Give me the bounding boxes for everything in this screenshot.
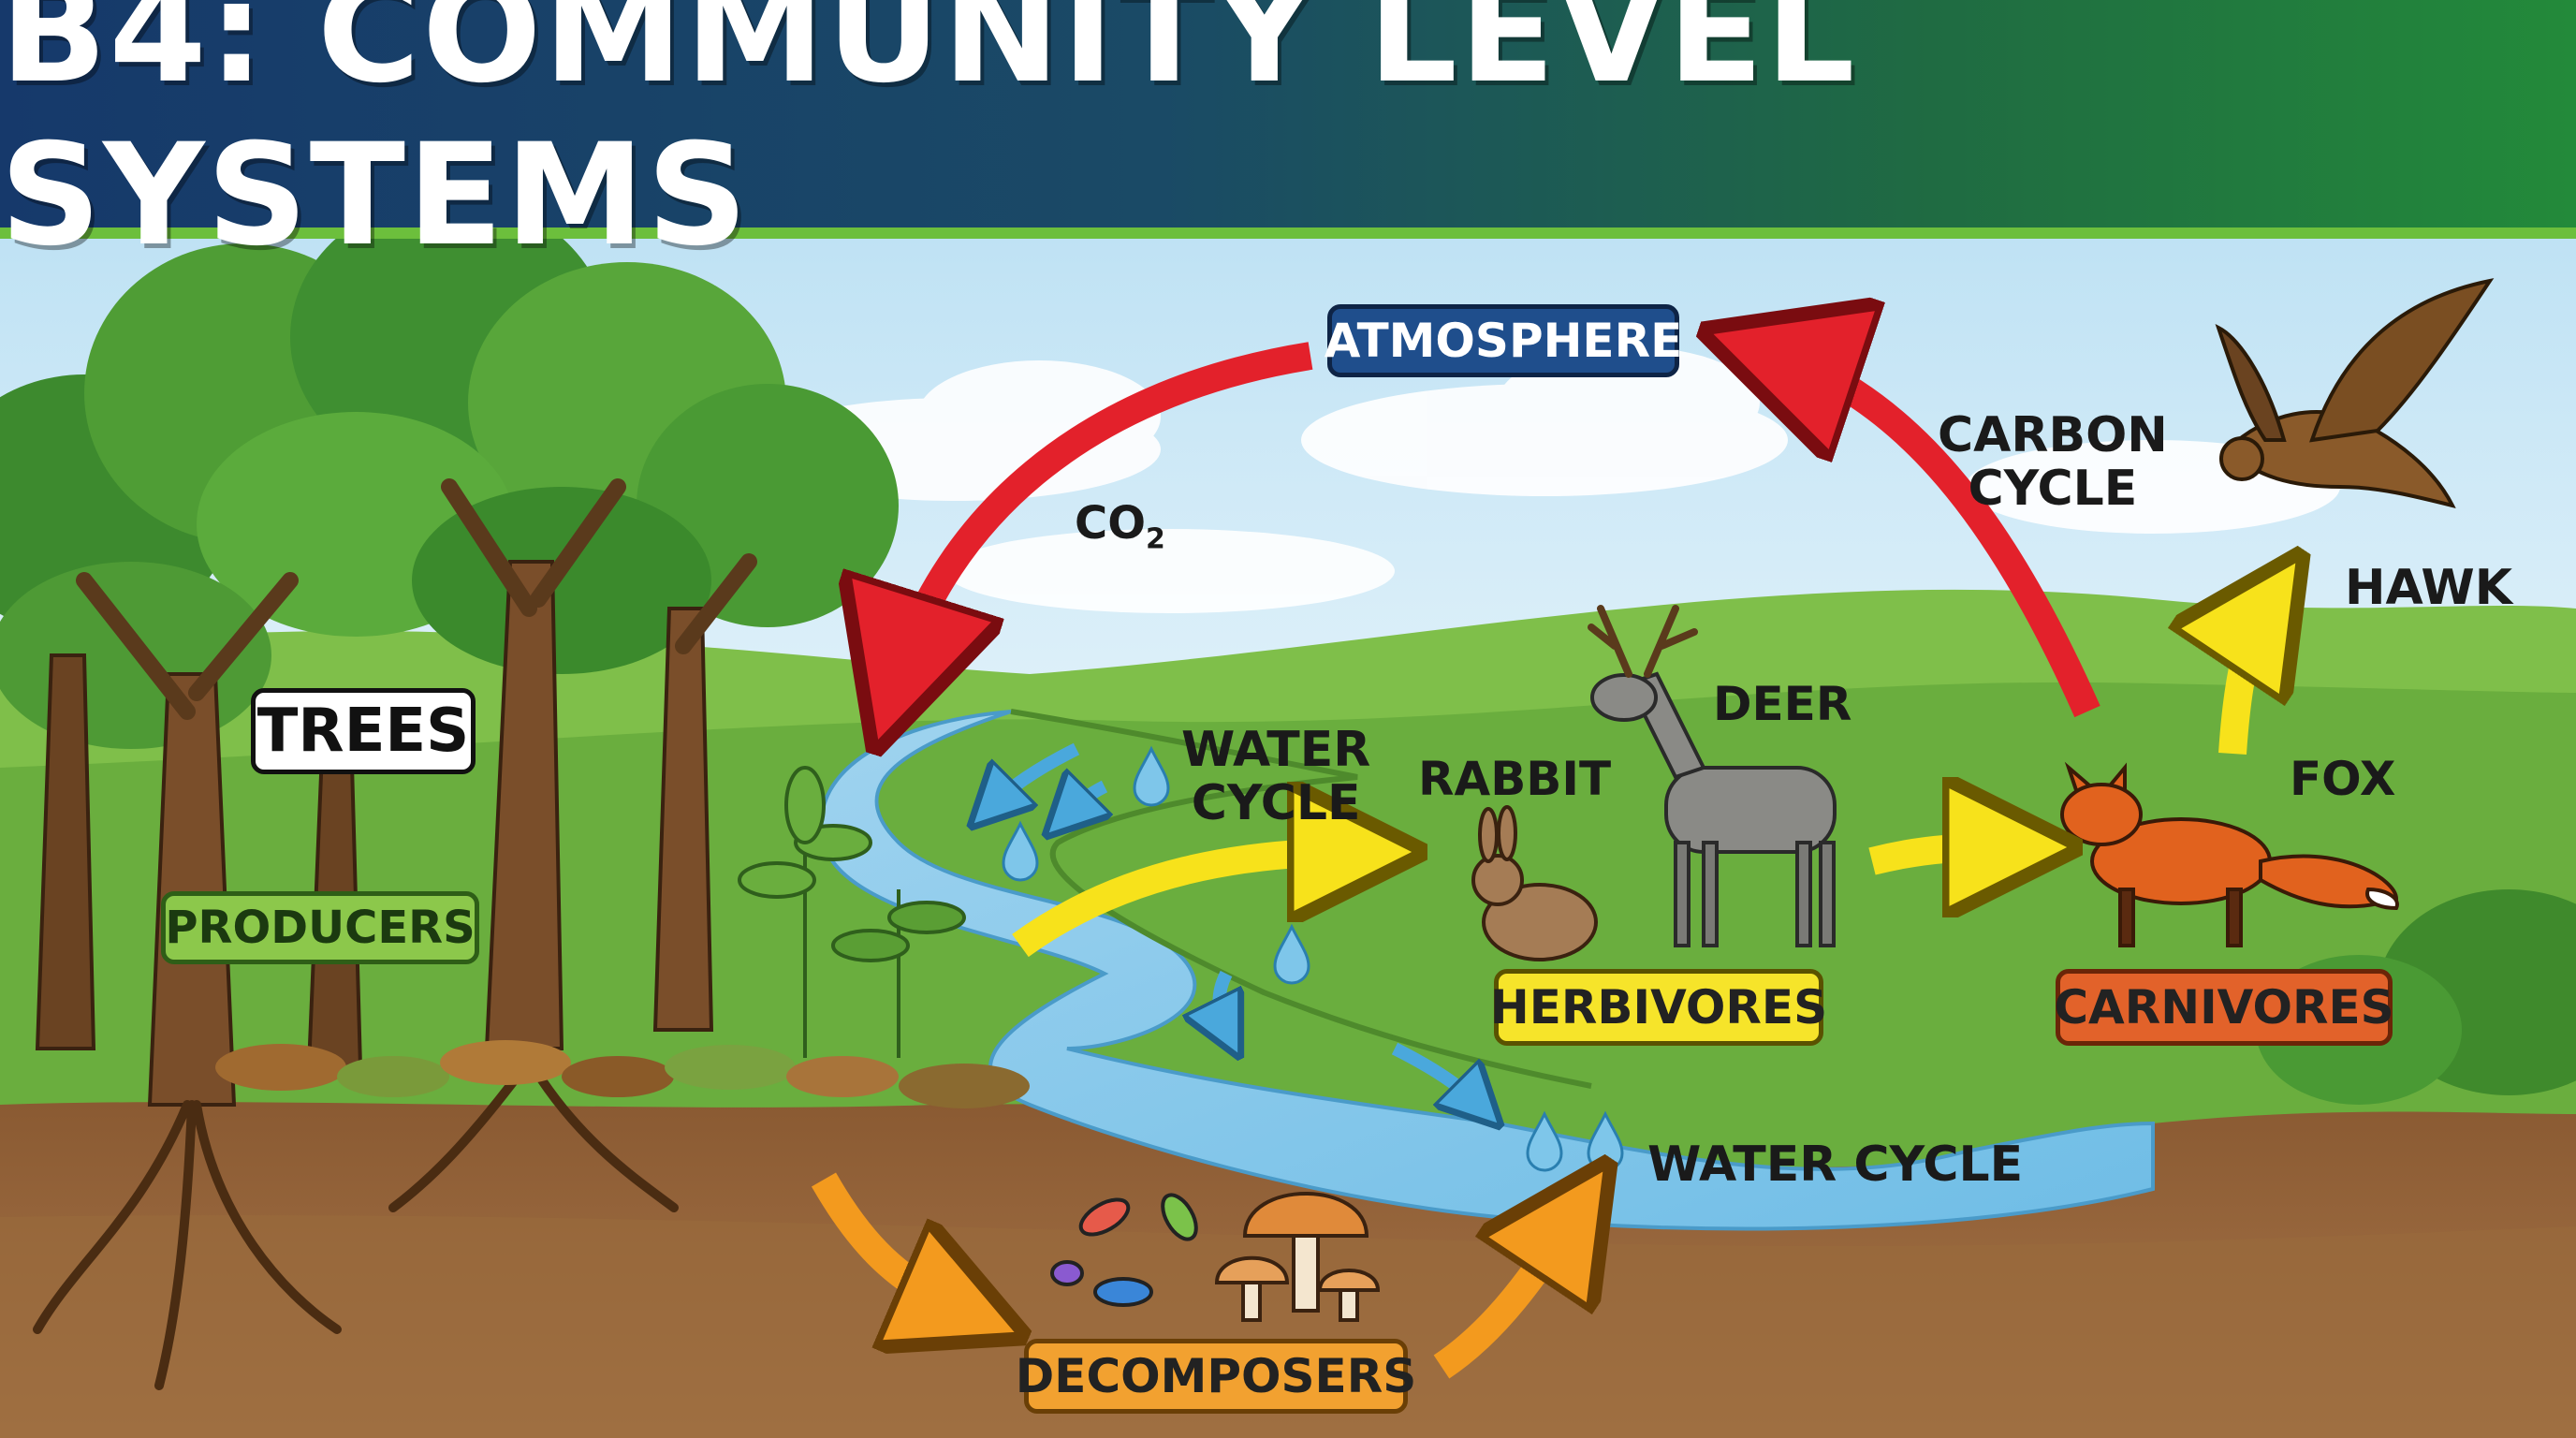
rabbit-icon <box>1471 805 1598 961</box>
water-cycle-label-upper: WATER CYCLE <box>1181 722 1371 832</box>
water-arrow <box>1220 970 1227 1030</box>
carbon-cycle-line1: CARBON <box>1938 407 2168 463</box>
water-arrow <box>1391 1042 1479 1105</box>
tree-icon <box>0 197 899 1390</box>
atmosphere-label: ATMOSPHERE <box>1325 304 1682 377</box>
river-icon <box>819 710 2155 1231</box>
grass-field <box>0 682 2576 1170</box>
deer-icon <box>1588 605 1837 947</box>
water-arrow <box>992 742 1080 805</box>
co2-text: CO <box>1075 497 1147 550</box>
clouds <box>749 346 2340 613</box>
title-bar <box>0 0 2576 239</box>
water-cycle-upper-line2: CYCLE <box>1191 775 1361 832</box>
energy-arrow-herbivores-carnivores <box>1868 847 2012 861</box>
co2-label: CO2 <box>1075 499 1165 555</box>
herbivores-label: HERBIVORES <box>1490 969 1827 1046</box>
carbon-arrow-up <box>1778 356 2100 718</box>
plant-icon <box>738 766 966 1058</box>
water-arrow <box>1067 786 1105 814</box>
carbon-cycle-line2: CYCLE <box>1968 461 2138 518</box>
leaf-litter-icon <box>215 1040 1030 1108</box>
producers-label: PRODUCERS <box>161 891 479 964</box>
energy-arrow-producers-herbivores <box>1012 852 1357 958</box>
hawk-icon <box>2215 278 2495 508</box>
mushroom-icon <box>1214 1192 1381 1322</box>
water-cycle-label-lower: WATER CYCLE <box>1647 1137 2024 1193</box>
decomposer-arrow-out <box>1433 1217 1573 1379</box>
carnivores-label: CARNIVORES <box>2054 969 2394 1046</box>
water-cycle-upper-line1: WATER <box>1181 722 1371 778</box>
fox-label: FOX <box>2290 752 2396 806</box>
carbon-cycle-label: CARBON CYCLE <box>1938 407 2168 518</box>
trees-label: TREES <box>251 688 476 774</box>
co2-subscript: 2 <box>1146 522 1165 556</box>
energy-arrow-carnivores-hawk <box>2232 609 2265 755</box>
page-title: B4: COMMUNITY LEVEL SYSTEMS <box>0 0 1857 277</box>
soil-layer <box>0 1214 2576 1438</box>
deer-label: DEER <box>1713 677 1852 731</box>
bacteria-icon <box>1050 1193 1198 1307</box>
rabbit-label: RABBIT <box>1418 752 1612 806</box>
hawk-label: HAWK <box>2345 560 2513 616</box>
decomposer-arrow-in <box>811 1172 964 1311</box>
carbon-arrow-down <box>899 342 1313 674</box>
decomposers-label: DECOMPOSERS <box>1016 1339 1416 1414</box>
